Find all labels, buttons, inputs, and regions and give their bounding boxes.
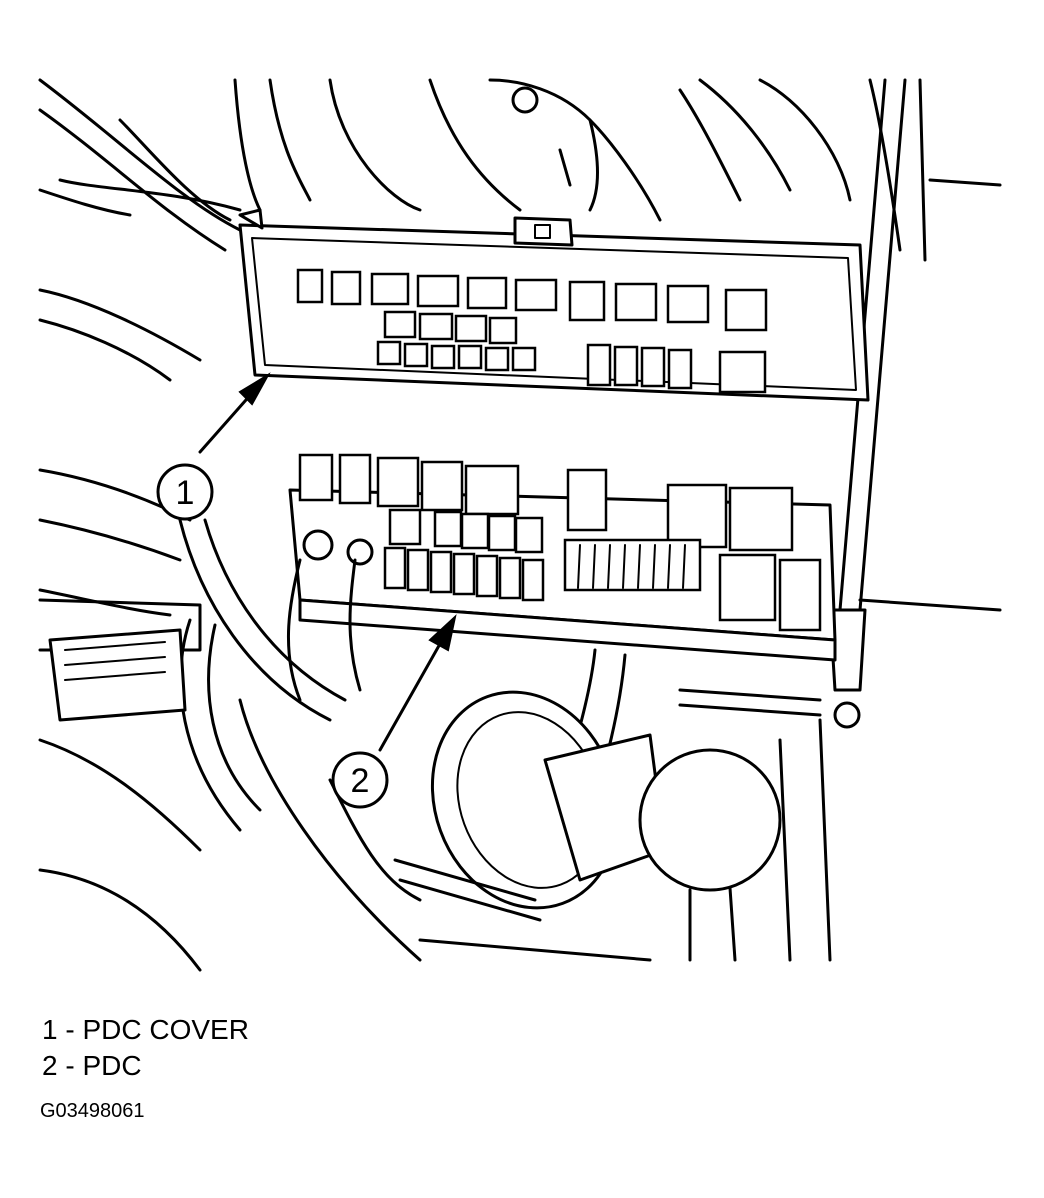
legend-item-number: 1 bbox=[42, 1014, 58, 1045]
pdc-illustration: 1 2 bbox=[38, 78, 1002, 972]
figure-id: G03498061 bbox=[40, 1100, 145, 1122]
legend-item-label: PDC COVER bbox=[82, 1014, 249, 1045]
pdc-line-drawing: 1 2 bbox=[38, 78, 1002, 972]
wiring-harness bbox=[38, 518, 822, 972]
support-rod bbox=[828, 78, 907, 729]
callout-1-number: 1 bbox=[176, 474, 195, 512]
legend-item-separator: - bbox=[65, 1050, 75, 1081]
canister bbox=[393, 690, 667, 922]
reservoir-bulb bbox=[638, 748, 782, 962]
callout-2: 2 bbox=[331, 751, 389, 809]
legend-item-label: PDC bbox=[82, 1050, 142, 1081]
legend-item-pdc: 2 - PDC bbox=[42, 1048, 249, 1084]
lower-frame bbox=[418, 718, 832, 962]
legend-item-pdc-cover: 1 - PDC COVER bbox=[42, 1012, 249, 1048]
callout-2-number: 2 bbox=[351, 762, 370, 800]
legend-item-number: 2 bbox=[42, 1050, 58, 1081]
pdc-body bbox=[288, 453, 837, 662]
callout-1: 1 bbox=[156, 463, 214, 521]
legend: 1 - PDC COVER 2 - PDC bbox=[42, 1012, 249, 1084]
leader-arrow-2 bbox=[378, 614, 457, 752]
engine-bay-background bbox=[38, 78, 1002, 617]
pdc-cover bbox=[238, 208, 870, 402]
legend-item-separator: - bbox=[65, 1014, 75, 1045]
leader-arrow-1 bbox=[198, 372, 271, 454]
